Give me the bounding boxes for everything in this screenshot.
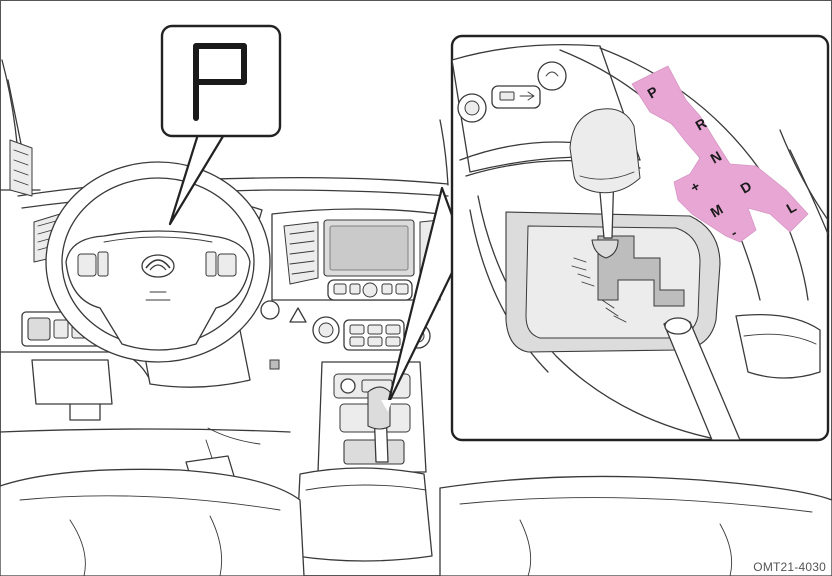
shift-label-plus: +	[688, 178, 703, 196]
shift-label-p: P	[645, 83, 661, 102]
shift-label-minus: -	[728, 224, 740, 240]
shift-pattern-labels: P R N D L + M -	[645, 83, 800, 241]
shift-label-r: R	[693, 115, 710, 134]
shift-label-n: N	[708, 148, 725, 167]
shift-label-l: L	[784, 198, 800, 216]
shift-label-d: D	[738, 178, 755, 197]
figure-code: OMT21-4030	[753, 560, 826, 574]
gear-indicator-letter: P	[192, 26, 250, 138]
shift-label-m: M	[708, 201, 726, 221]
